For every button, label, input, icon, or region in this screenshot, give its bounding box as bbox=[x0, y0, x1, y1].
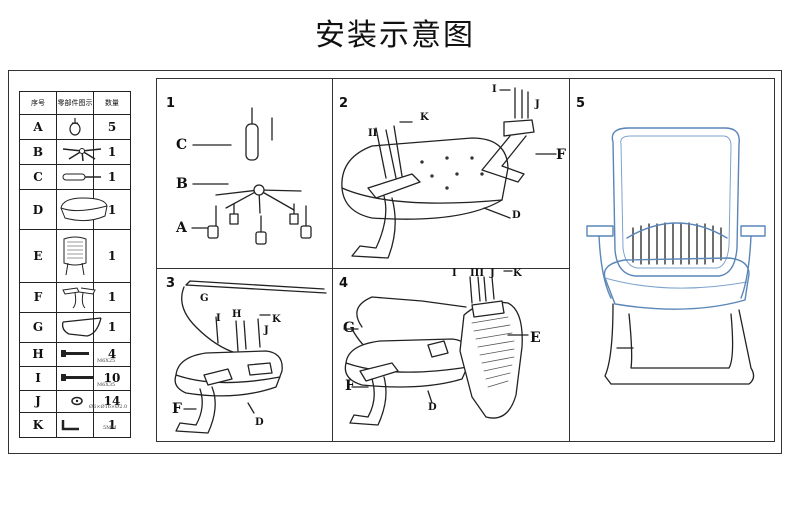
table-row: D 1 bbox=[19, 189, 131, 231]
back-frame-icon bbox=[56, 311, 102, 343]
washer-icon: Ø6×Ø16×Ø2.0 bbox=[56, 389, 127, 413]
bolt-i-icon: M6X35 bbox=[56, 365, 115, 391]
steps-grid bbox=[156, 78, 775, 442]
parts-table-header: 序号 零部件图示 数量 bbox=[19, 90, 131, 116]
diagram-frame bbox=[8, 70, 782, 454]
table-row: C 1 bbox=[19, 164, 131, 191]
table-row: H M6X25 4 bbox=[19, 341, 131, 367]
bolt-i-spec: M6X35 bbox=[97, 381, 116, 388]
label-f3: F bbox=[172, 401, 182, 417]
label-f4: F bbox=[345, 378, 355, 394]
label-k4: K bbox=[513, 268, 522, 279]
bolt-h-icon: M6X25 bbox=[56, 341, 115, 367]
label-d3: D bbox=[255, 417, 264, 428]
part-code: F bbox=[19, 281, 57, 313]
table-row: F 1 bbox=[19, 281, 131, 313]
label-d: D bbox=[512, 210, 521, 221]
label-h: H bbox=[232, 309, 242, 320]
seat-icon bbox=[56, 189, 108, 231]
part-qty: 4 bbox=[93, 341, 131, 367]
label-e4: E bbox=[530, 330, 541, 346]
label-ii: II bbox=[368, 128, 378, 139]
parts-table: 序号 零部件图示 数量 A 5 B 1 C 1 D 1 E 1 bbox=[19, 90, 131, 439]
part-code: G bbox=[19, 311, 57, 343]
label-i4: I bbox=[452, 268, 457, 279]
bolt-h-spec: M6X25 bbox=[97, 357, 116, 364]
table-row: E 1 bbox=[19, 229, 131, 283]
backrest-icon bbox=[56, 229, 94, 283]
part-code: E bbox=[19, 229, 57, 283]
divider bbox=[157, 268, 569, 269]
part-code: I bbox=[19, 365, 57, 391]
label-c: C bbox=[176, 137, 188, 153]
divider bbox=[332, 79, 333, 441]
part-qty: 5 bbox=[93, 114, 131, 141]
label-a: A bbox=[176, 220, 187, 236]
step-1-drawing bbox=[191, 107, 312, 245]
part-code: K bbox=[19, 411, 57, 439]
header-code: 序号 bbox=[19, 90, 57, 116]
header-qty: 数量 bbox=[93, 90, 131, 116]
table-row: B 1 bbox=[19, 139, 131, 166]
label-k3: K bbox=[272, 314, 281, 325]
page-title: 安装示意图 bbox=[315, 18, 475, 53]
part-code: B bbox=[19, 139, 57, 166]
step-3-number: 3 bbox=[166, 276, 176, 291]
gas-lift-icon bbox=[56, 164, 101, 191]
part-qty: 10 bbox=[93, 365, 131, 391]
header-part: 零部件图示 bbox=[56, 90, 94, 116]
star-base-icon bbox=[56, 139, 102, 166]
armrest-icon bbox=[56, 281, 96, 313]
table-row: K 5MM 1 bbox=[19, 411, 131, 439]
part-code: C bbox=[19, 164, 57, 191]
part-code: A bbox=[19, 114, 57, 141]
table-row: G 1 bbox=[19, 311, 131, 343]
step-2-number: 2 bbox=[339, 96, 349, 111]
label-i3: I bbox=[216, 313, 221, 324]
label-j3: J bbox=[264, 325, 269, 336]
step-1-number: 1 bbox=[166, 96, 176, 111]
step-4-number: 4 bbox=[339, 276, 349, 291]
table-row: J Ø6×Ø16×Ø2.0 14 bbox=[19, 389, 131, 413]
part-qty: 1 bbox=[93, 281, 131, 313]
part-qty: 1 bbox=[93, 311, 131, 343]
label-g: G bbox=[200, 293, 209, 304]
divider bbox=[569, 79, 570, 441]
table-row: I M6X35 10 bbox=[19, 365, 131, 391]
step-5-number: 5 bbox=[576, 96, 586, 111]
caster-icon bbox=[56, 114, 94, 141]
step-2-drawing bbox=[341, 87, 557, 259]
step-3-drawing bbox=[174, 280, 327, 434]
label-i: I bbox=[492, 84, 497, 95]
step-5-assembled-chair bbox=[586, 127, 766, 385]
part-code: J bbox=[19, 389, 57, 413]
part-qty: 1 bbox=[93, 229, 131, 283]
hex-key-icon: 5MM bbox=[56, 411, 116, 439]
label-iii4: III bbox=[470, 268, 485, 279]
part-code: H bbox=[19, 341, 57, 367]
label-f: F bbox=[556, 147, 566, 163]
part-qty: 14 bbox=[93, 389, 131, 413]
part-qty: 1 bbox=[93, 139, 131, 166]
label-b: B bbox=[176, 176, 188, 192]
step-4-drawing bbox=[343, 270, 529, 426]
hex-key-spec: 5MM bbox=[103, 424, 117, 431]
label-d4: D bbox=[428, 402, 437, 413]
table-row: A 5 bbox=[19, 114, 131, 141]
label-j4: J bbox=[490, 268, 495, 279]
label-j: J bbox=[535, 99, 540, 110]
part-code: D bbox=[19, 189, 57, 231]
label-k: K bbox=[420, 112, 429, 123]
washer-spec: Ø6×Ø16×Ø2.0 bbox=[89, 403, 128, 410]
label-g4: G bbox=[343, 320, 355, 336]
part-qty: 1 bbox=[93, 411, 131, 439]
